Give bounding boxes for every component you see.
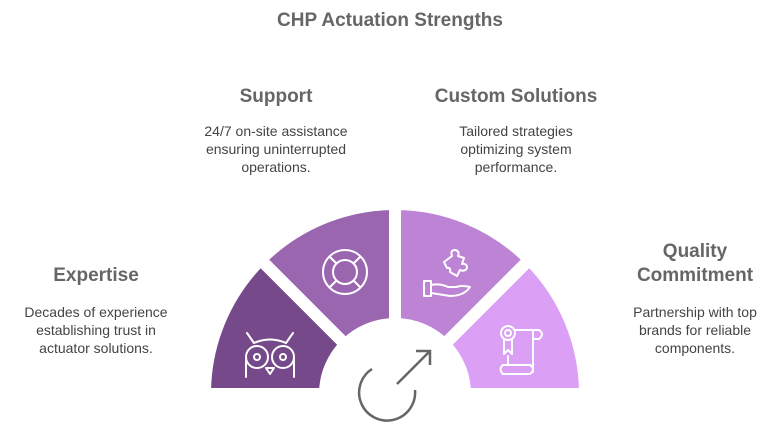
gauge-arrow-icon bbox=[357, 349, 432, 422]
gauge-segment bbox=[436, 251, 592, 400]
custom-solutions-heading: Custom Solutions bbox=[434, 86, 598, 107]
desc-line: Tailored strategies bbox=[459, 123, 573, 139]
desc-line: establishing trust in bbox=[36, 322, 156, 338]
expertise-description: Decades of experience establishing trust… bbox=[24, 303, 167, 357]
heading-line: Quality bbox=[662, 241, 728, 262]
hand-puzzle-icon bbox=[423, 249, 471, 297]
certificate-scroll-icon bbox=[499, 325, 543, 375]
expertise-heading: Expertise bbox=[53, 265, 139, 286]
desc-line: actuator solutions. bbox=[39, 340, 153, 356]
desc-line: optimizing system bbox=[460, 141, 572, 157]
quality-commitment-heading: Quality Commitment bbox=[637, 240, 753, 288]
custom-solutions-description: Tailored strategies optimizing system pe… bbox=[459, 122, 573, 176]
desc-line: 24/7 on-site assistance bbox=[204, 123, 348, 139]
desc-line: performance. bbox=[474, 159, 558, 175]
heading-line: Commitment bbox=[636, 265, 754, 286]
desc-line: ensuring uninterrupted bbox=[205, 141, 347, 157]
support-heading: Support bbox=[239, 86, 313, 107]
lifebuoy-icon bbox=[322, 249, 368, 295]
owl-icon bbox=[245, 332, 295, 378]
desc-line: operations. bbox=[241, 159, 311, 175]
desc-line: brands for reliable bbox=[638, 322, 752, 338]
quality-commitment-description: Partnership with top brands for reliable… bbox=[633, 303, 757, 357]
desc-line: Partnership with top bbox=[633, 304, 757, 320]
desc-line: Decades of experience bbox=[24, 304, 168, 320]
desc-line: components. bbox=[654, 340, 736, 356]
support-description: 24/7 on-site assistance ensuring uninter… bbox=[204, 122, 347, 176]
diagram-title: CHP Actuation Strengths bbox=[277, 10, 503, 31]
